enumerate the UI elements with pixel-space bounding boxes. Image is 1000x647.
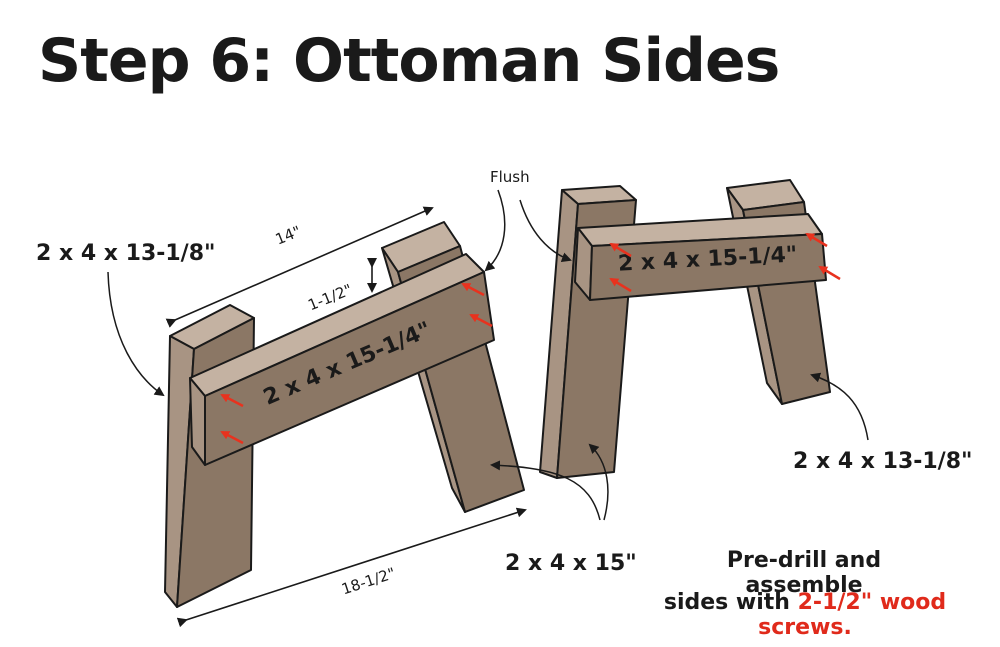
callout-flush-left (484, 189, 506, 272)
label-leg-15: 2 x 4 x 15" (505, 551, 637, 576)
callout-leg-right-back (810, 372, 869, 441)
label-leg-left-front: 2 x 4 x 13-1/8" (36, 241, 216, 266)
label-flush: Flush (490, 168, 530, 186)
callout-leg-15-left (490, 460, 601, 521)
instruction-highlight: 2-1/2" wood screws. (758, 590, 947, 640)
label-dim-top: 14" (273, 222, 304, 248)
dim-line-top (165, 206, 434, 328)
dim-line-bottom (176, 507, 527, 628)
callout-leg-15-right (588, 443, 609, 521)
label-dim-bottom: 18-1/2" (339, 564, 397, 598)
instruction-line-2: sides with 2-1/2" wood screws. (620, 590, 990, 640)
instruction-line-1: Pre-drill and assemble (726, 548, 882, 598)
right-assembly-rail (574, 213, 827, 301)
callout-flush-right (519, 199, 572, 262)
callout-leg-left-front (107, 271, 165, 397)
right-assembly-back-leg (726, 179, 831, 405)
screw-arrow-icon (220, 232, 841, 445)
page-title: Step 6: Ottoman Sides (38, 26, 780, 96)
instruction-prefix: sides with (663, 590, 798, 615)
label-leg-right-back: 2 x 4 x 13-1/8" (793, 449, 973, 474)
